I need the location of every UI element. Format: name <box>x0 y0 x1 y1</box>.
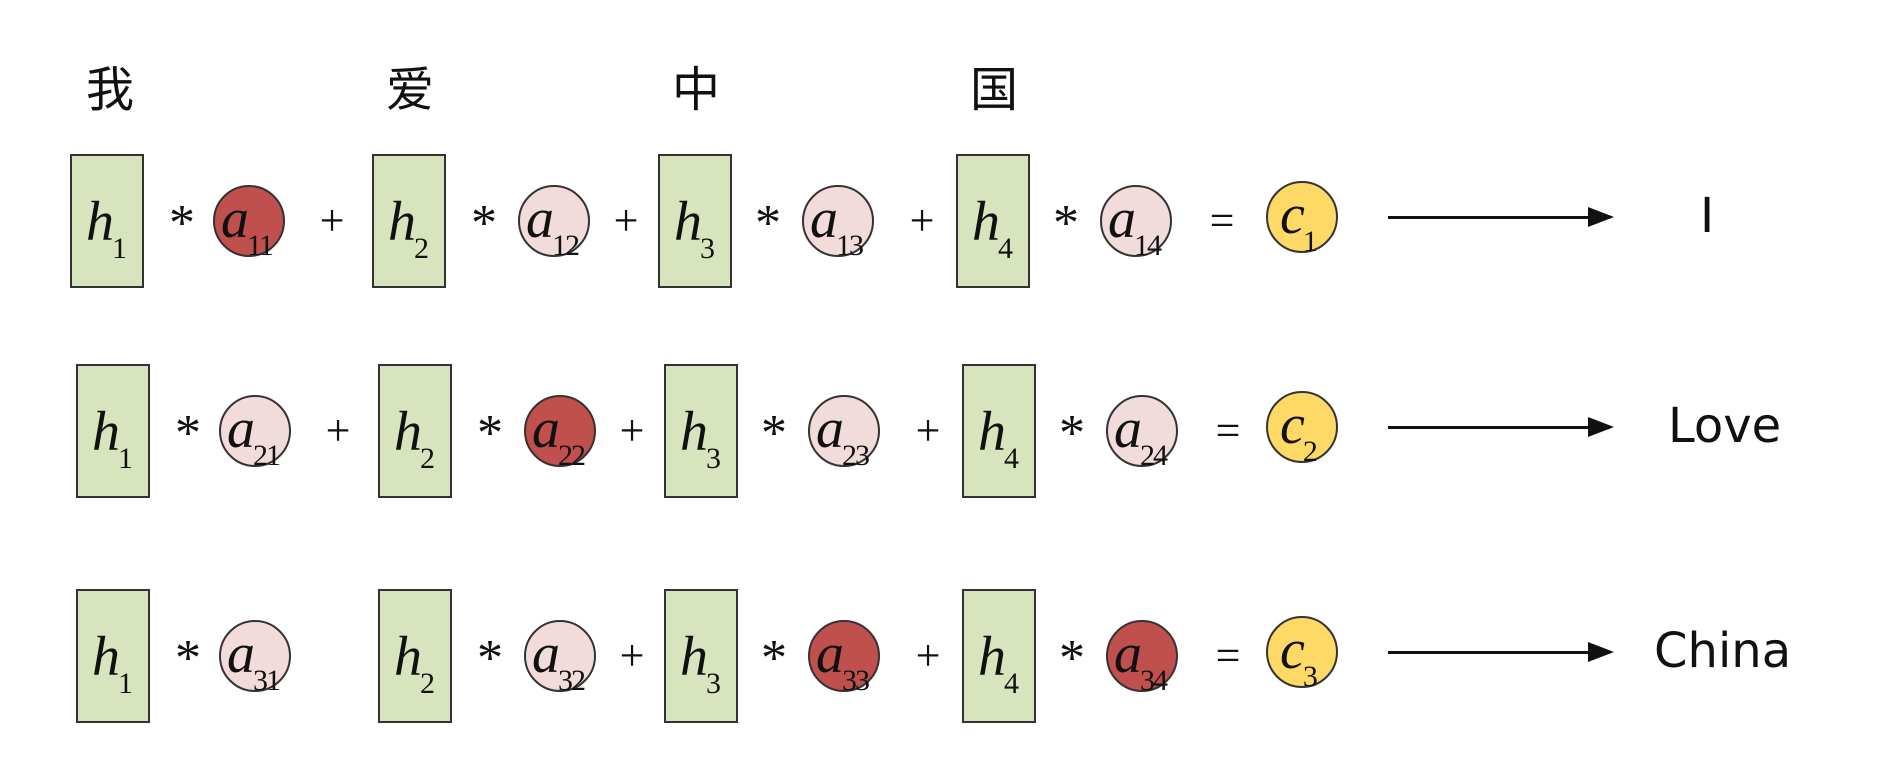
right-arrow-icon <box>1388 417 1614 437</box>
source-token-1: 我 <box>85 62 134 118</box>
hidden-state-label: h4 <box>972 191 1013 265</box>
attention-weight-label: a14 <box>1108 188 1162 262</box>
hidden-state-h1: h1 <box>76 589 150 723</box>
attention-weight-label: a12 <box>526 188 580 262</box>
multiply-operator: * <box>471 195 497 252</box>
source-token-2: 爱 <box>385 62 434 118</box>
attention-weight-label: a24 <box>1114 398 1168 472</box>
multiply-operator: * <box>477 630 503 687</box>
multiply-operator: * <box>477 405 503 462</box>
context-vector-c3: c3 <box>1266 616 1338 693</box>
plus-operator: + <box>613 196 639 245</box>
plus-operator: + <box>619 631 645 680</box>
plus-operator: + <box>619 406 645 455</box>
multiply-operator: * <box>169 195 195 252</box>
right-arrow-icon <box>1388 207 1614 227</box>
attention-row-2: h1 h2 h3 h4 a21 a22 a23 a24 * + * + * + * = c2 Love <box>0 360 1886 500</box>
multiply-operator: * <box>1053 195 1079 252</box>
attention-weight-a32: a32 <box>524 620 596 697</box>
hidden-state-label: h3 <box>680 401 721 475</box>
attention-weight-label: a22 <box>532 398 586 472</box>
hidden-state-label: h2 <box>388 191 429 265</box>
hidden-state-label: h3 <box>680 626 721 700</box>
hidden-state-label: h1 <box>92 401 133 475</box>
attention-weight-a33: a33 <box>808 620 880 697</box>
multiply-operator: * <box>175 405 201 462</box>
attention-weight-a12: a12 <box>518 185 590 262</box>
attention-weight-a14: a14 <box>1100 185 1172 262</box>
plus-operator: + <box>915 631 941 680</box>
hidden-state-h2: h2 <box>378 364 452 498</box>
hidden-state-h3: h3 <box>664 364 738 498</box>
attention-weight-a22: a22 <box>524 395 596 472</box>
attention-weight-a11: a11 <box>213 185 285 262</box>
attention-weight-a34: a34 <box>1106 620 1178 697</box>
attention-row-3: h1 h2 h3 h4 a31 a32 a33 a34 * * + * + * = c3 China <box>0 585 1886 725</box>
plus-operator: + <box>909 196 935 245</box>
multiply-operator: * <box>761 630 787 687</box>
multiply-operator: * <box>1059 630 1085 687</box>
hidden-state-label: h4 <box>978 401 1019 475</box>
context-vector-c2: c2 <box>1266 391 1338 468</box>
hidden-state-label: h4 <box>978 626 1019 700</box>
attention-weight-a23: a23 <box>808 395 880 472</box>
hidden-state-h2: h2 <box>372 154 446 288</box>
hidden-state-label: h2 <box>394 401 435 475</box>
hidden-state-h4: h4 <box>962 364 1036 498</box>
attention-weight-label: a11 <box>221 188 274 262</box>
multiply-operator: * <box>755 195 781 252</box>
output-token: China <box>1654 623 1792 679</box>
attention-weight-a13: a13 <box>802 185 874 262</box>
source-token-3: 中 <box>671 62 720 118</box>
equals-operator: = <box>1215 406 1241 455</box>
hidden-state-h3: h3 <box>664 589 738 723</box>
attention-weight-label: a23 <box>816 398 870 472</box>
output-token: I <box>1700 188 1715 244</box>
attention-weight-a24: a24 <box>1106 395 1178 472</box>
attention-weight-label: a34 <box>1114 623 1168 697</box>
plus-operator: + <box>915 406 941 455</box>
hidden-state-h4: h4 <box>962 589 1036 723</box>
context-vector-label: c1 <box>1280 184 1318 258</box>
plus-operator: + <box>319 196 345 245</box>
hidden-state-h3: h3 <box>658 154 732 288</box>
attention-row-1: h1 h2 h3 h4 a11 a12 a13 a14 * + * + * + * = c1 I <box>0 150 1886 290</box>
equals-operator: = <box>1215 631 1241 680</box>
context-vector-label: c2 <box>1280 394 1318 468</box>
plus-operator: + <box>325 406 351 455</box>
attention-weight-label: a31 <box>227 623 281 697</box>
source-token-4: 国 <box>969 62 1018 118</box>
equals-operator: = <box>1209 196 1235 245</box>
attention-weight-label: a33 <box>816 623 870 697</box>
multiply-operator: * <box>175 630 201 687</box>
attention-weight-a21: a21 <box>219 395 291 472</box>
hidden-state-label: h1 <box>86 191 127 265</box>
attention-weight-label: a32 <box>532 623 586 697</box>
hidden-state-h2: h2 <box>378 589 452 723</box>
right-arrow-icon <box>1388 642 1614 662</box>
context-vector-label: c3 <box>1280 619 1318 693</box>
hidden-state-h1: h1 <box>70 154 144 288</box>
hidden-state-label: h2 <box>394 626 435 700</box>
context-vector-c1: c1 <box>1266 181 1338 258</box>
hidden-state-label: h1 <box>92 626 133 700</box>
hidden-state-h1: h1 <box>76 364 150 498</box>
hidden-state-label: h3 <box>674 191 715 265</box>
multiply-operator: * <box>1059 405 1085 462</box>
attention-weight-label: a21 <box>227 398 281 472</box>
attention-weight-a31: a31 <box>219 620 291 697</box>
hidden-state-h4: h4 <box>956 154 1030 288</box>
output-token: Love <box>1668 398 1782 454</box>
multiply-operator: * <box>761 405 787 462</box>
attention-weight-label: a13 <box>810 188 864 262</box>
